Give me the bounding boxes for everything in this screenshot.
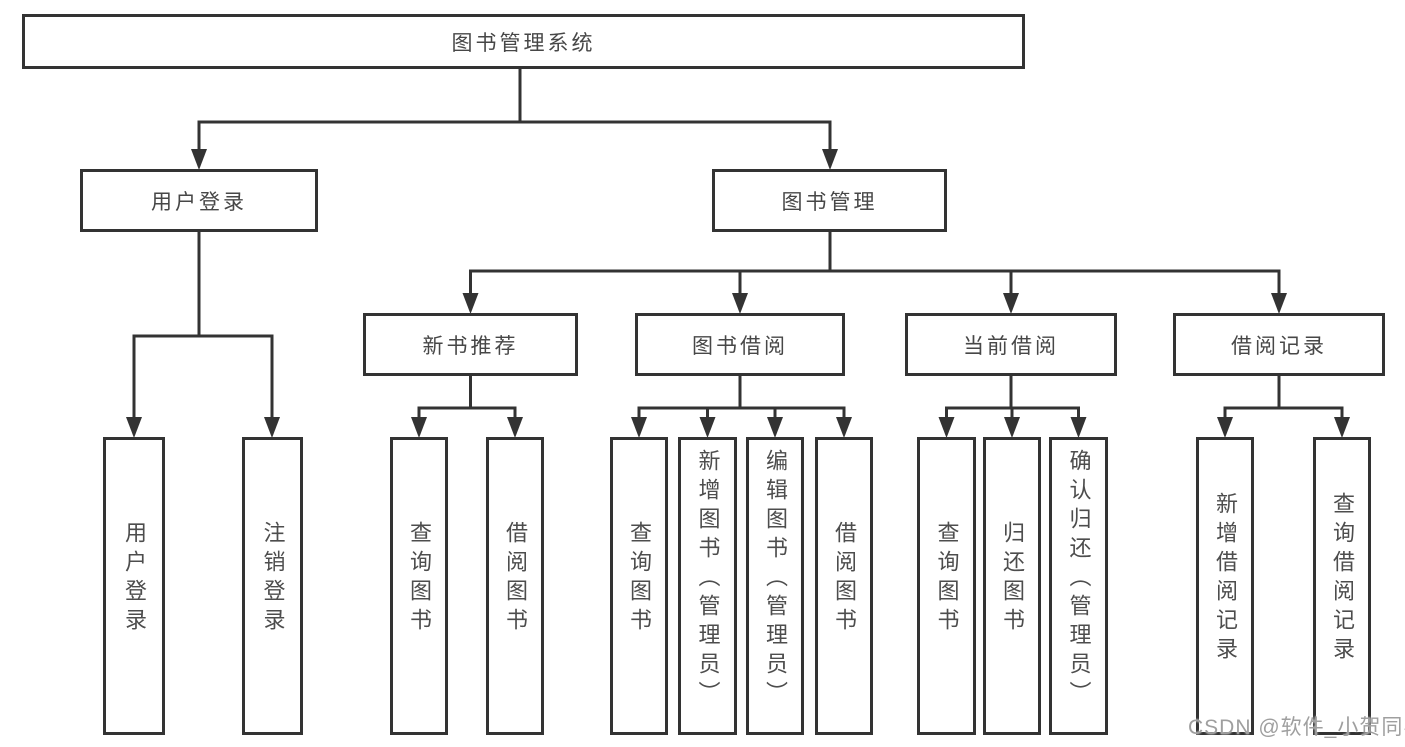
leaf-query-books-recommend: 查询图书: [390, 437, 448, 735]
node-book-management-label: 图书管理: [781, 190, 878, 214]
leaf-add-borrow-record-label: 新增借阅记录: [1213, 492, 1238, 666]
leaf-add-books-admin: 新增图书（管理员）: [678, 437, 737, 735]
leaf-logout: 注销登录: [242, 437, 303, 735]
node-current-borrowing-label: 当前借阅: [963, 334, 1059, 358]
node-borrowing-records: 借阅记录: [1173, 313, 1385, 376]
connector-mgmt-to-level3: [469, 232, 1281, 300]
leaf-borrow-books: 借阅图书: [815, 437, 873, 735]
node-book-management: 图书管理: [712, 169, 947, 232]
leaf-user-login: 用户登录: [103, 437, 165, 735]
node-user-login-label: 用户登录: [151, 190, 247, 214]
leaf-edit-books-admin-label: 编辑图书（管理员）: [763, 448, 788, 710]
leaf-return-books: 归还图书: [983, 437, 1041, 735]
node-user-login: 用户登录: [80, 169, 318, 232]
leaf-borrow-books-label: 借阅图书: [832, 521, 857, 637]
leaf-query-borrow-record-label: 查询借阅记录: [1330, 492, 1355, 666]
node-root-label: 图书管理系统: [451, 31, 596, 55]
leaf-logout-label: 注销登录: [260, 521, 286, 637]
leaf-borrow-books-recommend: 借阅图书: [486, 437, 544, 735]
leaf-query-books-current: 查询图书: [917, 437, 976, 735]
connector-borrow-to-leaves: [637, 376, 846, 423]
connector-records-to-leaves: [1223, 376, 1344, 423]
csdn-watermark: CSDN @软件_小贺同学: [1188, 716, 1405, 739]
node-new-book-recommend: 新书推荐: [363, 313, 578, 376]
node-book-borrowing-label: 图书借阅: [692, 334, 788, 358]
node-borrowing-records-label: 借阅记录: [1231, 334, 1327, 358]
leaf-edit-books-admin: 编辑图书（管理员）: [746, 437, 804, 735]
connector-recommend-to-leaves: [417, 376, 517, 423]
leaf-borrow-books-recommend-label: 借阅图书: [503, 521, 528, 637]
node-current-borrowing: 当前借阅: [905, 313, 1117, 376]
leaf-query-books-borrow-label: 查询图书: [627, 521, 652, 637]
leaf-add-books-admin-label: 新增图书（管理员）: [695, 448, 721, 710]
connector-root-to-level2: [197, 69, 832, 155]
node-root: 图书管理系统: [22, 14, 1025, 69]
leaf-confirm-return-admin-label: 确认归还（管理员）: [1066, 448, 1092, 710]
leaf-user-login-label: 用户登录: [122, 521, 147, 637]
leaf-confirm-return-admin: 确认归还（管理员）: [1049, 437, 1108, 735]
leaf-query-books-current-label: 查询图书: [934, 521, 960, 637]
leaf-add-borrow-record: 新增借阅记录: [1196, 437, 1254, 735]
leaf-query-books-recommend-label: 查询图书: [407, 521, 432, 637]
connector-current-to-leaves: [945, 376, 1080, 423]
connector-login-to-leaves: [132, 232, 274, 423]
leaf-query-borrow-record: 查询借阅记录: [1313, 437, 1371, 735]
node-book-borrowing: 图书借阅: [635, 313, 845, 376]
leaf-return-books-label: 归还图书: [1000, 521, 1025, 637]
node-new-book-recommend-label: 新书推荐: [422, 334, 519, 358]
leaf-query-books-borrow: 查询图书: [610, 437, 668, 735]
